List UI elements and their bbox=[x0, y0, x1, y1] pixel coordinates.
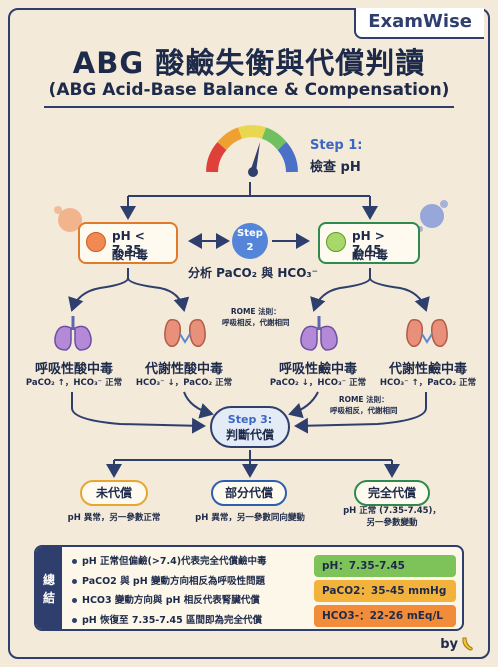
bullet-icon bbox=[72, 598, 77, 603]
banana-icon bbox=[462, 637, 473, 651]
alkalosis-box: pH > 7.45 鹼中毒 bbox=[318, 222, 420, 264]
summary-item: pH 恢復至 7.35-7.45 區間即為完全代償 bbox=[72, 611, 312, 630]
summary-panel: 總結 pH 正常但偏鹼(>7.4)代表完全代償鹼中毒 PaCO2 與 pH 變動… bbox=[34, 545, 464, 631]
bullet-icon bbox=[72, 559, 77, 564]
page-title: ABG 酸鹼失衡與代償判讀 bbox=[72, 46, 426, 80]
kidneys-icon bbox=[406, 319, 448, 347]
disorder-name: 呼吸性酸中毒 bbox=[34, 362, 113, 377]
summary-item: PaCO2 與 pH 變動方向相反為呼吸性問題 bbox=[72, 572, 312, 592]
disorder-detail: HCO₃⁻ ↓，PaCO₂ 正常 bbox=[135, 378, 233, 388]
step3-label: Step 3: bbox=[227, 413, 273, 426]
happy-face-icon bbox=[326, 232, 346, 252]
acidosis-ph: pH < 7.35 bbox=[112, 229, 145, 257]
acidosis-label: 酸中毒 bbox=[112, 248, 149, 262]
step1-label: Step 1: bbox=[310, 138, 363, 153]
ph-range-tag: pH：7.35-7.45 bbox=[314, 555, 456, 577]
disorder-name: 呼吸性鹼中毒 bbox=[278, 362, 357, 377]
summary-item: pH 正常但偏鹼(>7.4)代表完全代償鹼中毒 bbox=[72, 552, 312, 572]
kidneys-icon bbox=[164, 319, 206, 347]
step2-number: 2 bbox=[246, 242, 254, 253]
subtitle-underline bbox=[44, 106, 454, 108]
bullet-icon bbox=[72, 578, 77, 584]
disorder-name: 代謝性鹼中毒 bbox=[388, 362, 467, 377]
partial-compensation-desc: pH 異常，另一參數同向變動 bbox=[195, 513, 305, 523]
alkalosis-ph: pH > 7.45 bbox=[352, 229, 385, 257]
uncompensated-desc: pH 異常，另一參數正常 bbox=[67, 513, 161, 523]
step2-badge: Step 2 bbox=[232, 223, 268, 259]
byline: by bbox=[440, 637, 458, 652]
lungs-icon bbox=[54, 316, 92, 351]
lungs-icon bbox=[300, 316, 338, 351]
uncompensated-pill: 未代償 bbox=[80, 480, 148, 506]
disorder-detail: PaCO₂ ↓，HCO₃⁻ 正常 bbox=[269, 378, 367, 388]
brand-logo: ExamWise bbox=[354, 8, 484, 39]
page-subtitle: (ABG Acid-Base Balance & Compensation) bbox=[48, 80, 450, 100]
disorder-detail: PaCO₂ ↑，HCO₃⁻ 正常 bbox=[25, 378, 123, 388]
pco2-range-tag: PaCO2：35-45 mmHg bbox=[314, 580, 456, 602]
full-compensation-desc: pH 正常 (7.35-7.45)， 另一參數變動 bbox=[343, 506, 441, 528]
ph-gauge-icon bbox=[206, 125, 298, 177]
hco3-range-tag: HCO3-：22-26 mEq/L bbox=[314, 605, 456, 627]
rome-note-upper: ROME 法則： 呼吸相反，代謝相同 bbox=[222, 307, 290, 327]
summary-tag: 總結 bbox=[36, 547, 62, 629]
partial-compensation-pill: 部分代償 bbox=[211, 480, 287, 506]
step1-text: 檢查 pH bbox=[310, 160, 361, 175]
step2-text: 分析 PaCO₂ 與 HCO₃⁻ bbox=[188, 266, 319, 280]
disorder-detail: HCO₃⁻ ↑，PaCO₂ 正常 bbox=[379, 378, 477, 388]
step2-label: Step bbox=[237, 228, 263, 239]
summary-list: pH 正常但偏鹼(>7.4)代表完全代償鹼中毒 PaCO2 與 pH 變動方向相… bbox=[72, 552, 312, 630]
summary-item: HCO3 變動方向與 pH 相反代表腎臟代償 bbox=[72, 591, 312, 611]
rome-note-lower: ROME 法則： 呼吸相反，代謝相同 bbox=[330, 395, 398, 415]
disorder-name: 代謝性酸中毒 bbox=[144, 362, 223, 377]
full-compensation-pill: 完全代償 bbox=[354, 480, 430, 506]
acidosis-box: pH < 7.35 酸中毒 bbox=[78, 222, 178, 264]
page-frame bbox=[8, 8, 490, 659]
alkalosis-label: 鹼中毒 bbox=[352, 248, 389, 262]
step3-badge: Step 3: 判斷代償 bbox=[210, 406, 290, 448]
bullet-icon bbox=[72, 617, 77, 623]
alkaline-splash-icon bbox=[417, 200, 448, 232]
step3-text: 判斷代償 bbox=[225, 428, 274, 442]
sad-face-icon bbox=[86, 232, 106, 252]
